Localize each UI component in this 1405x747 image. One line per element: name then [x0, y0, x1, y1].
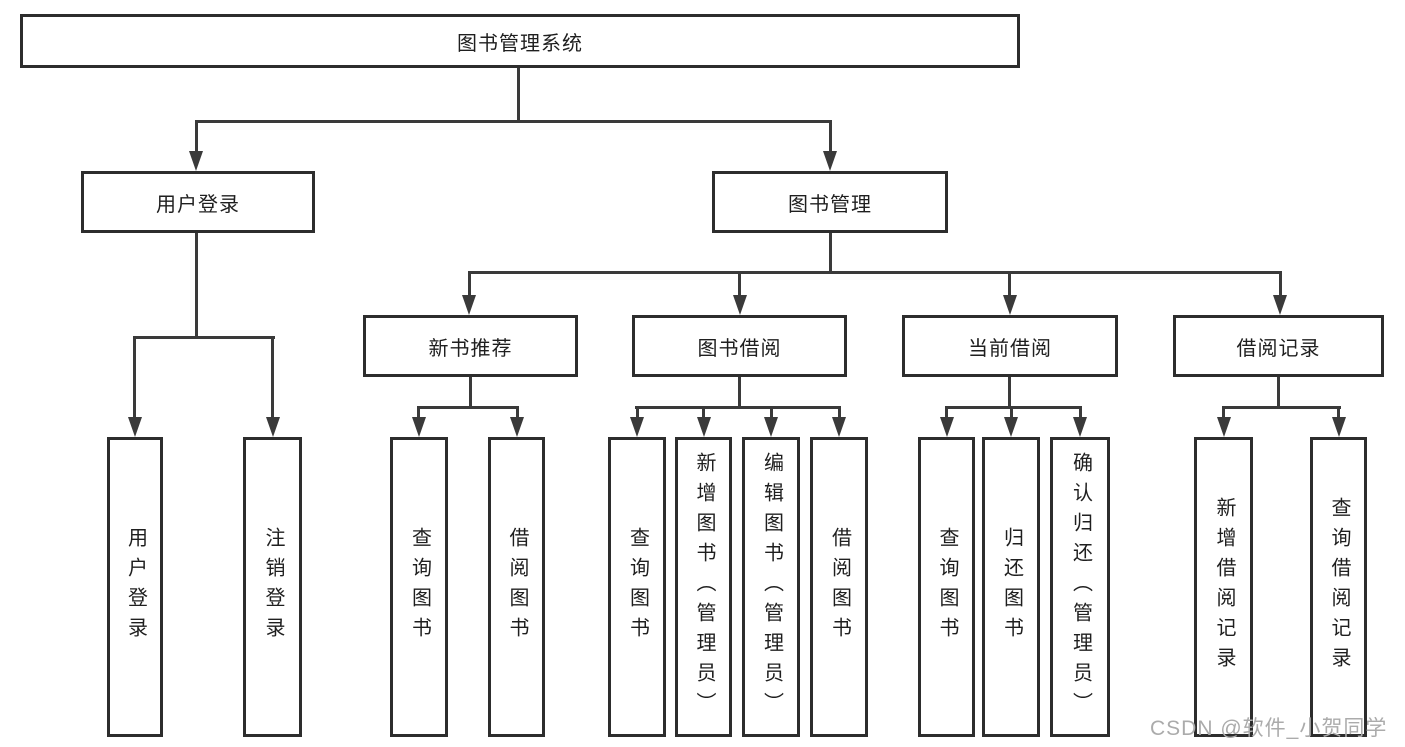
arrowhead-nb-borrow — [510, 417, 524, 437]
node-borrow-records-label: 借阅记录 — [1236, 337, 1321, 360]
leaf-user-login: 用户登录 — [107, 437, 163, 737]
arrowhead-bb-borrow — [832, 417, 846, 437]
arrowhead-leaf-logout — [266, 417, 280, 437]
node-borrow-records: 借阅记录 — [1173, 315, 1384, 377]
leaf-nb-query-books-label: 查询图书 — [408, 527, 431, 647]
leaf-bb-add-books-admin: 新增图书（管理员） — [675, 437, 732, 737]
arrowhead-nb-query — [412, 417, 426, 437]
arrowhead-br-query — [1332, 417, 1346, 437]
node-root-label: 图书管理系统 — [457, 32, 583, 55]
arrowhead-book-management — [823, 151, 837, 171]
connector-current-borrow-branch — [945, 406, 1082, 409]
arrowhead-leaf-login — [128, 417, 142, 437]
connector-shaft-nb-query — [417, 406, 420, 418]
arrowhead-borrow-records — [1273, 295, 1287, 315]
node-new-book-recommend-label: 新书推荐 — [428, 337, 513, 360]
arrowhead-cb-return — [1004, 417, 1018, 437]
connector-borrow-records-trunk — [1277, 377, 1280, 406]
connector-new-book-trunk — [469, 377, 472, 406]
leaf-bb-query-books-label: 查询图书 — [626, 527, 649, 647]
connector-shaft-leaf-login — [133, 336, 136, 418]
connector-shaft-bb-add — [702, 406, 705, 418]
connector-shaft-cb-return — [1010, 406, 1013, 418]
leaf-br-query-record-label: 查询借阅记录 — [1328, 497, 1350, 677]
arrowhead-book-borrow — [733, 295, 747, 315]
node-current-borrow-label: 当前借阅 — [968, 337, 1052, 360]
connector-current-borrow-trunk — [1008, 377, 1011, 406]
connector-shaft-nb-borrow — [516, 406, 519, 418]
arrowhead-new-book — [462, 295, 476, 315]
connector-shaft-new-book — [468, 271, 471, 296]
leaf-nb-borrow-books-label: 借阅图书 — [506, 527, 528, 647]
leaf-bb-add-books-admin-label: 新增图书（管理员） — [693, 452, 715, 722]
connector-book-borrow-trunk — [738, 377, 741, 406]
leaf-logout: 注销登录 — [243, 437, 302, 737]
node-book-borrow-label: 图书借阅 — [697, 337, 782, 360]
connector-shaft-book-borrow — [738, 271, 741, 296]
connector-shaft-bb-borrow — [838, 406, 841, 418]
connector-root-branch — [195, 120, 832, 123]
connector-shaft-br-add — [1222, 406, 1225, 418]
connector-shaft-book-management — [829, 120, 832, 153]
leaf-cb-return-books: 归还图书 — [982, 437, 1040, 737]
connector-user-login-trunk — [195, 233, 198, 336]
connector-borrow-records-branch — [1222, 406, 1341, 409]
arrowhead-br-add — [1217, 417, 1231, 437]
leaf-bb-edit-books-admin-label: 编辑图书（管理员） — [760, 452, 783, 722]
connector-user-login-branch — [133, 336, 275, 339]
connector-root-trunk — [517, 68, 520, 120]
arrowhead-cb-confirm — [1073, 417, 1087, 437]
leaf-br-add-record-label: 新增借阅记录 — [1213, 497, 1235, 677]
connector-shaft-bb-query — [636, 406, 639, 418]
arrowhead-cb-query — [940, 417, 954, 437]
connector-shaft-br-query — [1337, 406, 1340, 418]
connector-new-book-branch — [417, 406, 519, 409]
csdn-watermark: CSDN @软件_小贺同学 — [1150, 717, 1388, 740]
leaf-bb-edit-books-admin: 编辑图书（管理员） — [742, 437, 800, 737]
leaf-cb-return-books-label: 归还图书 — [1000, 527, 1023, 647]
leaf-cb-query-books: 查询图书 — [918, 437, 975, 737]
leaf-bb-borrow-books-label: 借阅图书 — [828, 527, 851, 647]
node-book-management-label: 图书管理 — [788, 193, 872, 216]
node-book-management: 图书管理 — [712, 171, 948, 233]
leaf-cb-query-books-label: 查询图书 — [936, 527, 958, 647]
node-user-login-label: 用户登录 — [156, 193, 240, 216]
leaf-nb-borrow-books: 借阅图书 — [488, 437, 545, 737]
node-current-borrow: 当前借阅 — [902, 315, 1118, 377]
leaf-cb-confirm-return-admin-label: 确认归还（管理员） — [1069, 452, 1092, 722]
connector-shaft-current-borrow — [1008, 271, 1011, 296]
arrowhead-bb-edit — [764, 417, 778, 437]
connector-shaft-cb-query — [945, 406, 948, 418]
arrowhead-user-login — [189, 151, 203, 171]
arrowhead-bb-add — [697, 417, 711, 437]
leaf-bb-query-books: 查询图书 — [608, 437, 666, 737]
leaf-logout-label: 注销登录 — [262, 527, 284, 647]
connector-book-management-trunk — [829, 233, 832, 271]
node-user-login: 用户登录 — [81, 171, 315, 233]
connector-book-borrow-branch — [635, 406, 841, 409]
leaf-br-add-record: 新增借阅记录 — [1194, 437, 1253, 737]
leaf-user-login-label: 用户登录 — [124, 527, 147, 647]
connector-shaft-leaf-logout — [271, 336, 274, 418]
leaf-bb-borrow-books: 借阅图书 — [810, 437, 868, 737]
leaf-br-query-record: 查询借阅记录 — [1310, 437, 1367, 737]
node-root: 图书管理系统 — [20, 14, 1020, 68]
connector-shaft-bb-edit — [770, 406, 773, 418]
arrowhead-current-borrow — [1003, 295, 1017, 315]
leaf-cb-confirm-return-admin: 确认归还（管理员） — [1050, 437, 1110, 737]
connector-book-management-branch — [468, 271, 1282, 274]
arrowhead-bb-query — [630, 417, 644, 437]
connector-shaft-borrow-records — [1279, 271, 1282, 296]
node-new-book-recommend: 新书推荐 — [363, 315, 578, 377]
connector-shaft-cb-confirm — [1079, 406, 1082, 418]
connector-shaft-user-login — [195, 120, 198, 153]
node-book-borrow: 图书借阅 — [632, 315, 847, 377]
leaf-nb-query-books: 查询图书 — [390, 437, 448, 737]
